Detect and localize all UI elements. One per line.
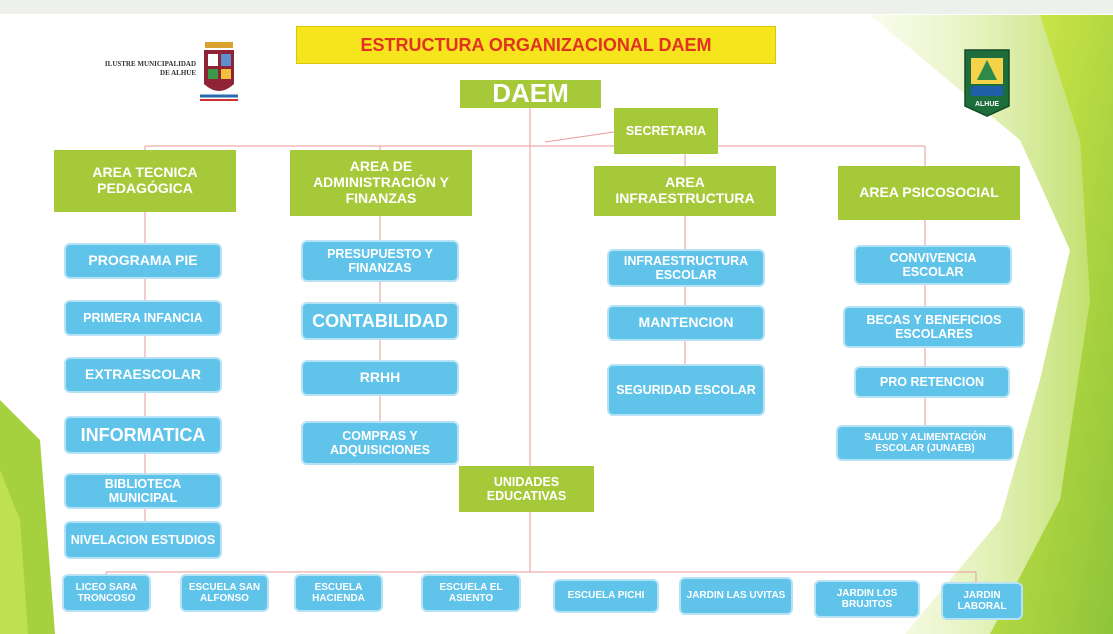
- unit-compras-adquisiciones: COMPRAS Y ADQUISICIONES: [301, 421, 459, 465]
- unidades-educativas-node: UNIDADES EDUCATIVAS: [459, 466, 594, 512]
- unit-extraescolar: EXTRAESCOLAR: [64, 357, 222, 393]
- secretaria-node: SECRETARIA: [614, 108, 718, 154]
- municipality-name: ILUSTRE MUNICIPALIDAD DE ALHUE: [104, 60, 196, 78]
- unit-becas-beneficios: BECAS Y BENEFICIOS ESCOLARES: [843, 306, 1025, 348]
- municipality-logo: [100, 40, 240, 117]
- unit-programa-pie: PROGRAMA PIE: [64, 243, 222, 279]
- school-jardin-los-brujitos: JARDIN LOS BRUJITOS: [814, 580, 920, 618]
- school-escuela-el-asiento: ESCUELA EL ASIENTO: [421, 574, 521, 612]
- area-infraestructura: AREA INFRAESTRUCTURA: [594, 166, 776, 216]
- unit-infraestructura-escolar: INFRAESTRUCTURA ESCOLAR: [607, 249, 765, 287]
- school-crest: ALHUE: [963, 48, 1011, 123]
- school-escuela-pichi: ESCUELA PICHI: [553, 579, 659, 613]
- unit-pro-retencion: PRO RETENCION: [854, 366, 1010, 398]
- unit-salud-alimentacion: SALUD Y ALIMENTACIÓN ESCOLAR (JUNAEB): [836, 425, 1014, 461]
- unit-rrhh: RRHH: [301, 360, 459, 396]
- area-tecnica-pedagogica: AREA TECNICA PEDAGÓGICA: [54, 150, 236, 212]
- unit-contabilidad: CONTABILIDAD: [301, 302, 459, 340]
- area-administracion-finanzas: AREA DE ADMINISTRACIÓN Y FINANZAS: [290, 150, 472, 216]
- school-jardin-las-uvitas: JARDIN LAS UVITAS: [679, 577, 793, 615]
- area-psicosocial: AREA PSICOSOCIAL: [838, 166, 1020, 220]
- school-escuela-hacienda: ESCUELA HACIENDA: [294, 574, 383, 612]
- coat-of-arms-icon: [200, 42, 238, 101]
- unit-seguridad-escolar: SEGURIDAD ESCOLAR: [607, 364, 765, 416]
- school-jardin-laboral: JARDIN LABORAL: [941, 582, 1023, 620]
- daem-node: DAEM: [460, 79, 601, 108]
- unit-convivencia-escolar: CONVIVENCIA ESCOLAR: [854, 245, 1012, 285]
- unit-presupuesto-finanzas: PRESUPUESTO Y FINANZAS: [301, 240, 459, 282]
- unit-mantencion: MANTENCION: [607, 305, 765, 341]
- school-crest-label: ALHUE: [975, 101, 999, 108]
- page-title: ESTRUCTURA ORGANIZACIONAL DAEM: [296, 26, 776, 64]
- school-crest-icon: ALHUE: [964, 49, 1010, 117]
- unit-nivelacion-estudios: NIVELACION ESTUDIOS: [64, 521, 222, 559]
- unit-informatica: INFORMATICA: [64, 416, 222, 454]
- school-liceo-sara-troncoso: LICEO SARA TRONCOSO: [62, 574, 151, 612]
- unit-primera-infancia: PRIMERA INFANCIA: [64, 300, 222, 336]
- unit-biblioteca-municipal: BIBLIOTECA MUNICIPAL: [64, 473, 222, 509]
- school-escuela-san-alfonso: ESCUELA SAN ALFONSO: [180, 574, 269, 612]
